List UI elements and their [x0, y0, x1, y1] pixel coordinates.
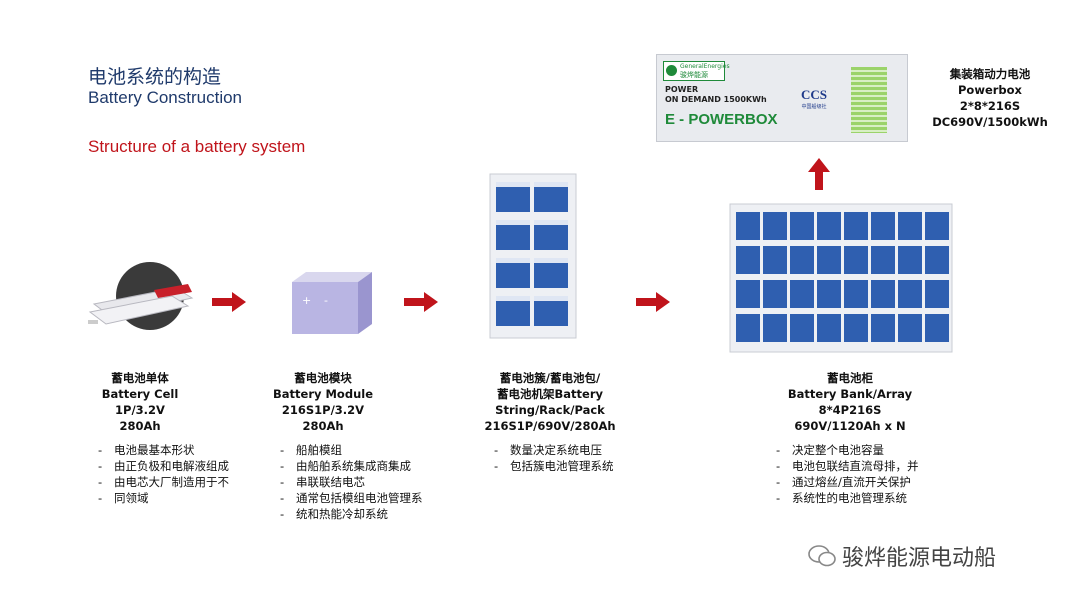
battery-block: [790, 280, 814, 308]
battery-block: [925, 280, 949, 308]
list-item: 由船舶系统集成商集成: [278, 458, 423, 474]
battery-block: [790, 314, 814, 342]
list-item: 由电芯大厂制造用于不: [96, 474, 229, 490]
battery-cell-image: [88, 262, 194, 330]
battery-block: [925, 314, 949, 342]
list-item: 统和热能冷却系统: [278, 506, 423, 522]
e-powerbox-brand: E - POWERBOX: [665, 111, 778, 128]
battery-block: [817, 246, 841, 274]
ccs-logo: CCS 中国船级社: [801, 87, 828, 110]
module-notes: 船舶模组 由船舶系统集成商集成 串联联结电芯 通常包括模组电池管理系 统和热能冷…: [278, 442, 423, 522]
logo-icon: [666, 65, 677, 76]
battery-block: [871, 280, 895, 308]
battery-block: [898, 246, 922, 274]
list-item: 串联联结电芯: [278, 474, 423, 490]
battery-block: [736, 314, 760, 342]
battery-module-image: + -: [292, 272, 372, 334]
list-item: 通常包括模组电池管理系: [278, 490, 423, 506]
battery-bank-image: [729, 203, 953, 353]
wechat-icon: [808, 545, 836, 567]
battery-block: [736, 280, 760, 308]
up-arrow-icon: [808, 158, 830, 190]
battery-block: [763, 280, 787, 308]
battery-block: [844, 280, 868, 308]
flow-arrow-icon: [212, 292, 246, 312]
battery-block: [898, 212, 922, 240]
list-item: 决定整个电池容量: [774, 442, 919, 458]
battery-block: [844, 246, 868, 274]
battery-block: [790, 212, 814, 240]
flow-arrow-icon: [636, 292, 670, 312]
battery-block: [763, 212, 787, 240]
list-item: 数量决定系统电压: [492, 442, 614, 458]
battery-block: [925, 246, 949, 274]
flow-arrow-icon: [404, 292, 438, 312]
page-title-cn: 电池系统的构造: [88, 66, 222, 88]
powerbox-container-image: GeneralEnergies 骏烨能源 POWER ON DEMAND 150…: [656, 54, 908, 142]
cell-notes: 电池最基本形状 由正负极和电解液组成 由电芯大厂制造用于不 同领域: [96, 442, 229, 506]
list-item: 电池包联结直流母排，并: [774, 458, 919, 474]
battery-block: [898, 314, 922, 342]
battery-block: [925, 212, 949, 240]
battery-rack-image: [489, 173, 577, 339]
battery-block: [898, 280, 922, 308]
watermark: 骏烨能源电动船: [808, 540, 996, 572]
list-item: 系统性的电池管理系统: [774, 490, 919, 506]
list-item: 船舶模组: [278, 442, 423, 458]
battery-block: [736, 212, 760, 240]
brand-logo: GeneralEnergies 骏烨能源: [663, 61, 730, 81]
battery-block: [763, 314, 787, 342]
battery-block: [763, 246, 787, 274]
battery-block: [844, 314, 868, 342]
page-title-en: Battery Construction: [88, 88, 243, 107]
power-text: POWER ON DEMAND 1500KWh: [665, 85, 767, 104]
list-item: 电池最基本形状: [96, 442, 229, 458]
list-item: 同领域: [96, 490, 229, 506]
battery-block: [871, 212, 895, 240]
battery-block: [817, 314, 841, 342]
battery-block: [790, 246, 814, 274]
bank-notes: 决定整个电池容量 电池包联结直流母排，并 通过熔丝/直流开关保护 系统性的电池管…: [774, 442, 919, 506]
list-item: 由正负极和电解液组成: [96, 458, 229, 474]
page-subtitle: Structure of a battery system: [88, 137, 306, 156]
container-vent: [851, 67, 887, 133]
battery-block: [844, 212, 868, 240]
battery-block: [871, 246, 895, 274]
list-item: 包括簇电池管理系统: [492, 458, 614, 474]
logo-en: GeneralEnergies: [680, 63, 730, 70]
svg-text:+: +: [302, 294, 311, 307]
battery-block: [817, 212, 841, 240]
svg-text:-: -: [324, 294, 328, 307]
battery-block: [736, 246, 760, 274]
logo-cn: 骏烨能源: [680, 71, 708, 79]
battery-block: [817, 280, 841, 308]
rack-notes: 数量决定系统电压 包括簇电池管理系统: [492, 442, 614, 474]
battery-block: [871, 314, 895, 342]
list-item: 通过熔丝/直流开关保护: [774, 474, 919, 490]
